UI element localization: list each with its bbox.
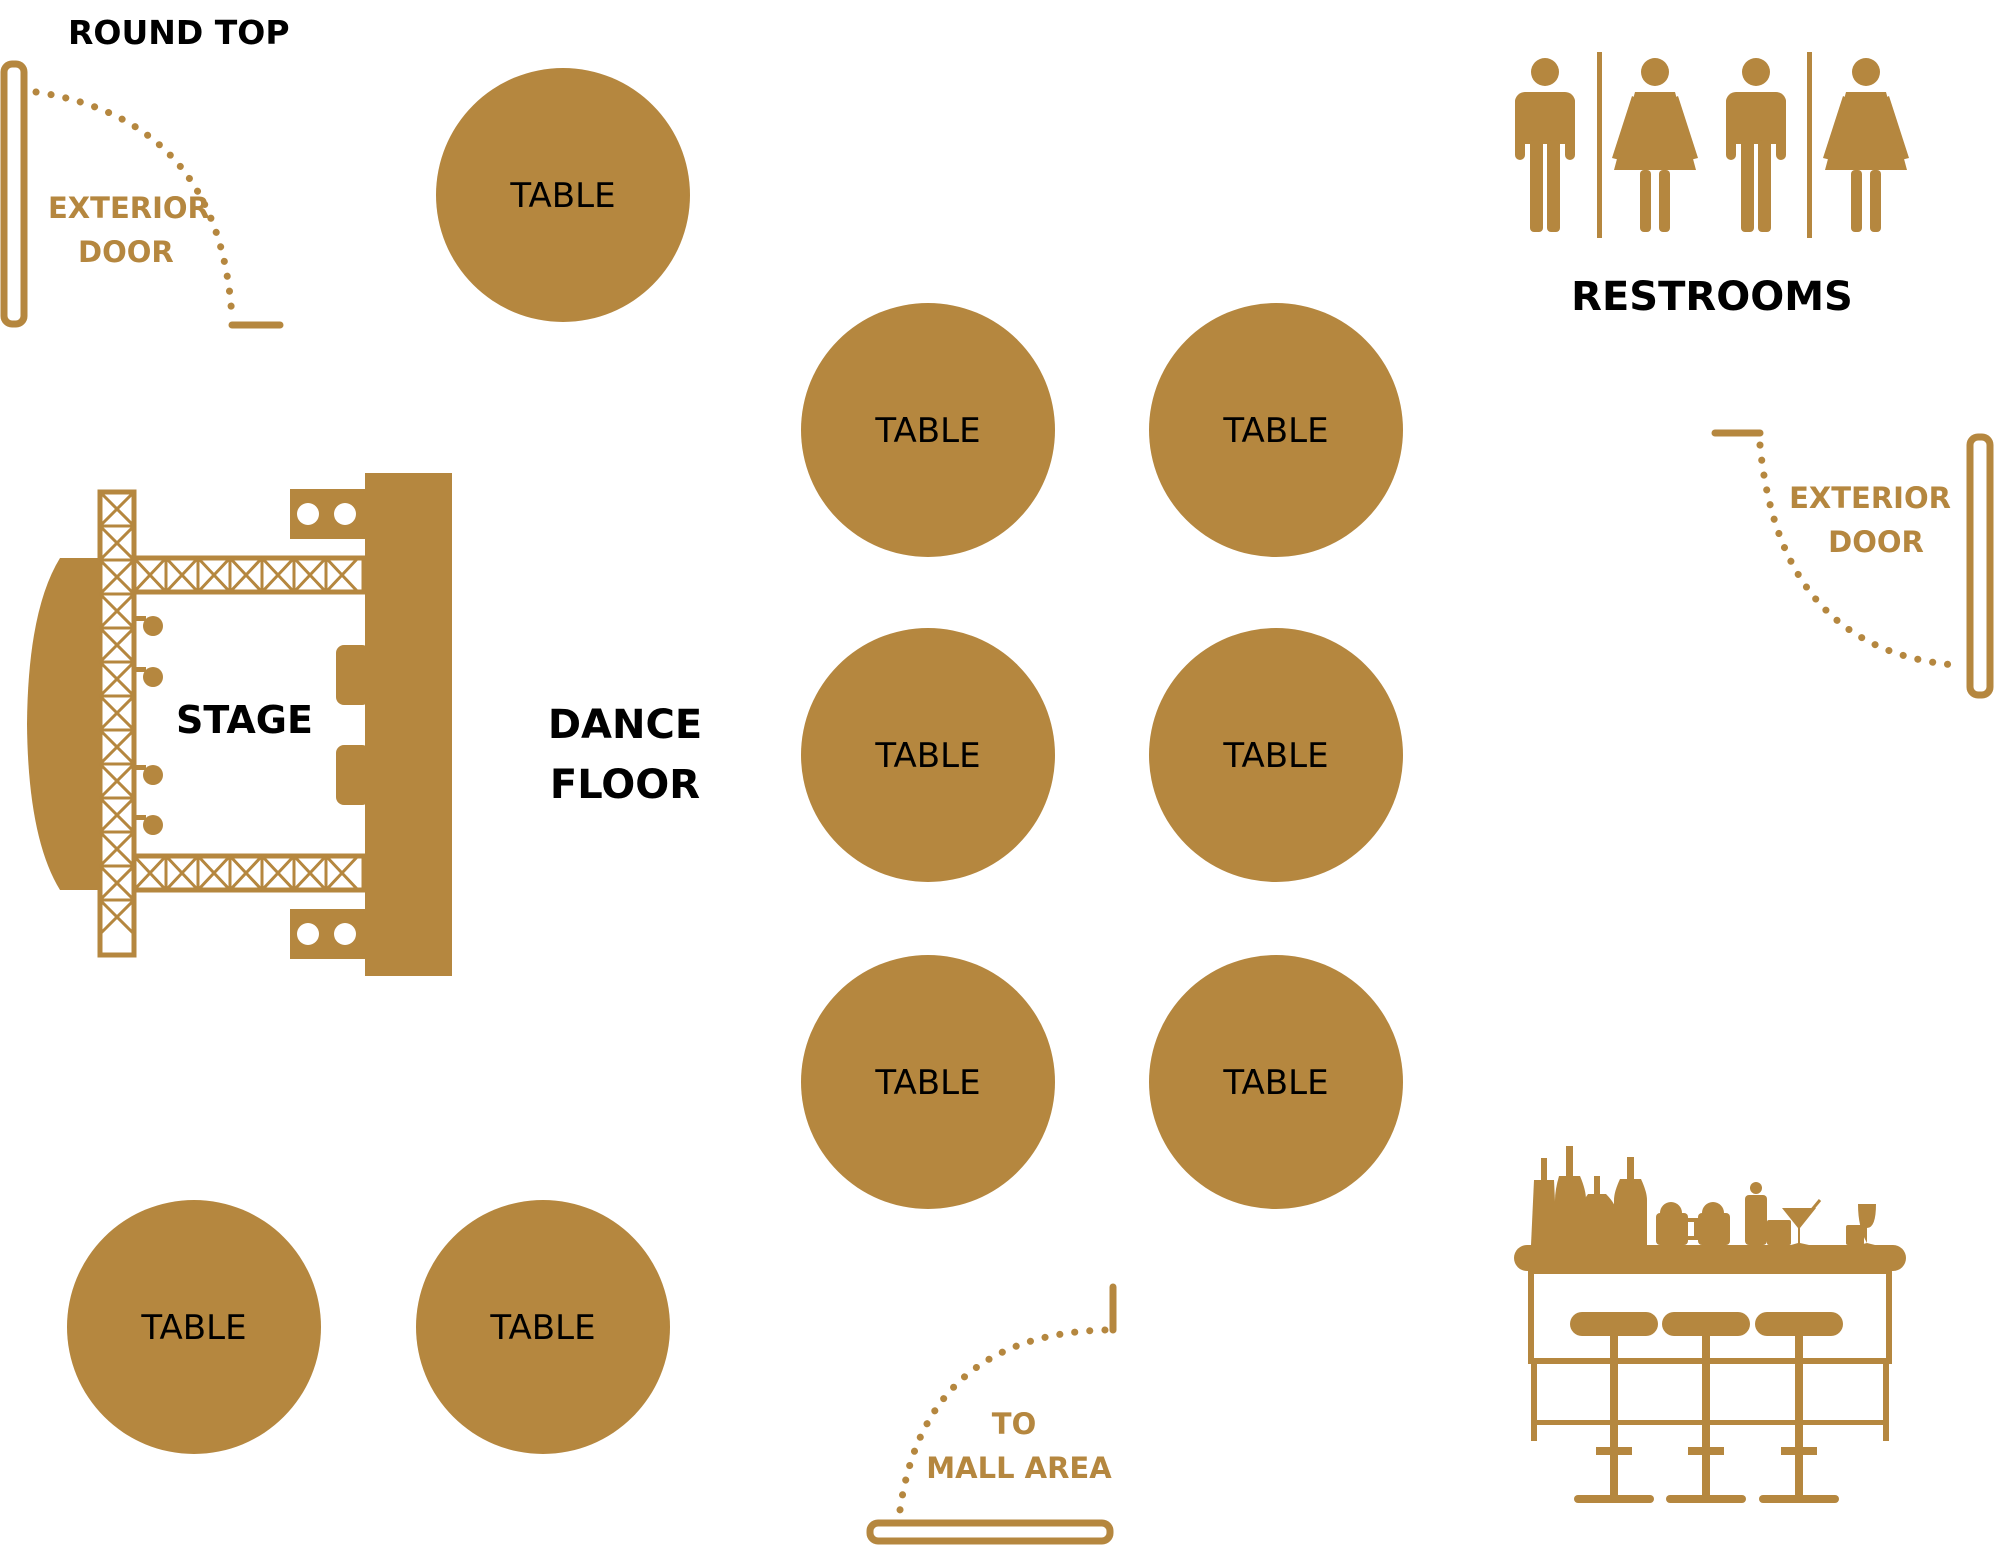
stage-back-wall bbox=[365, 473, 452, 976]
divider bbox=[1807, 52, 1812, 238]
door-frame bbox=[866, 1519, 1114, 1545]
shaker-icon bbox=[1745, 1182, 1767, 1245]
stage-truss-icon: STAGE bbox=[27, 473, 452, 976]
exterior-door-right: EXTERIOR DOOR bbox=[1711, 429, 1994, 699]
table[interactable]: TABLE bbox=[1149, 628, 1403, 882]
bar-counter-icon bbox=[1514, 1146, 1906, 1503]
exterior-door-label-2: DOOR bbox=[1828, 525, 1924, 559]
bar-stool-icon bbox=[1755, 1312, 1843, 1503]
restroom-icon bbox=[1515, 52, 1909, 238]
table-label: TABLE bbox=[509, 176, 615, 216]
door-swing-icon bbox=[32, 88, 236, 322]
table-label: TABLE bbox=[1222, 1063, 1328, 1103]
table[interactable]: TABLE bbox=[801, 628, 1055, 882]
woman-icon bbox=[1823, 58, 1909, 232]
stage-label: STAGE bbox=[176, 698, 313, 742]
table[interactable]: TABLE bbox=[1149, 303, 1403, 557]
bar-stool-icon bbox=[1662, 1312, 1750, 1503]
table-label: TABLE bbox=[874, 736, 980, 776]
woman-icon bbox=[1612, 58, 1698, 232]
exterior-door-label-1: EXTERIOR bbox=[48, 191, 210, 225]
stage-apron bbox=[27, 558, 100, 890]
table-label: TABLE bbox=[140, 1308, 246, 1348]
table[interactable]: TABLE bbox=[1149, 955, 1403, 1209]
mall-area-door: TO MALL AREA bbox=[866, 1283, 1117, 1545]
exterior-door-label-1: EXTERIOR bbox=[1789, 481, 1951, 515]
table[interactable]: TABLE bbox=[801, 955, 1055, 1209]
restrooms-label: RESTROOMS bbox=[1571, 274, 1853, 320]
table[interactable]: TABLE bbox=[67, 1200, 321, 1454]
bar-counter-top bbox=[1514, 1245, 1906, 1271]
bar-stool-icon bbox=[1570, 1312, 1658, 1503]
exterior-door-top-left: EXTERIOR DOOR bbox=[0, 60, 284, 329]
exterior-door-label-2: DOOR bbox=[78, 235, 174, 269]
spotlight-icon bbox=[134, 616, 163, 835]
man-icon bbox=[1726, 58, 1786, 232]
to-mall-label-2: MALL AREA bbox=[926, 1451, 1112, 1485]
table-label: TABLE bbox=[874, 411, 980, 451]
table-label: TABLE bbox=[874, 1063, 980, 1103]
dance-floor-label-2: FLOOR bbox=[550, 762, 700, 808]
glass-icon bbox=[1767, 1199, 1876, 1245]
divider bbox=[1597, 52, 1602, 238]
beer-mug-icon bbox=[1656, 1202, 1730, 1245]
bottle-icon bbox=[1531, 1146, 1647, 1245]
table[interactable]: TABLE bbox=[801, 303, 1055, 557]
to-mall-label-1: TO bbox=[992, 1407, 1036, 1441]
door-frame bbox=[0, 60, 28, 328]
table-label: TABLE bbox=[489, 1308, 595, 1348]
door-frame bbox=[1966, 433, 1994, 699]
door-swing-icon bbox=[896, 1326, 1109, 1514]
man-icon bbox=[1515, 58, 1575, 232]
table[interactable]: TABLE bbox=[436, 68, 690, 322]
round-top-title: ROUND TOP bbox=[68, 13, 290, 52]
dance-floor-label-1: DANCE bbox=[548, 702, 702, 748]
table-label: TABLE bbox=[1222, 736, 1328, 776]
table-label: TABLE bbox=[1222, 411, 1328, 451]
table[interactable]: TABLE bbox=[416, 1200, 670, 1454]
